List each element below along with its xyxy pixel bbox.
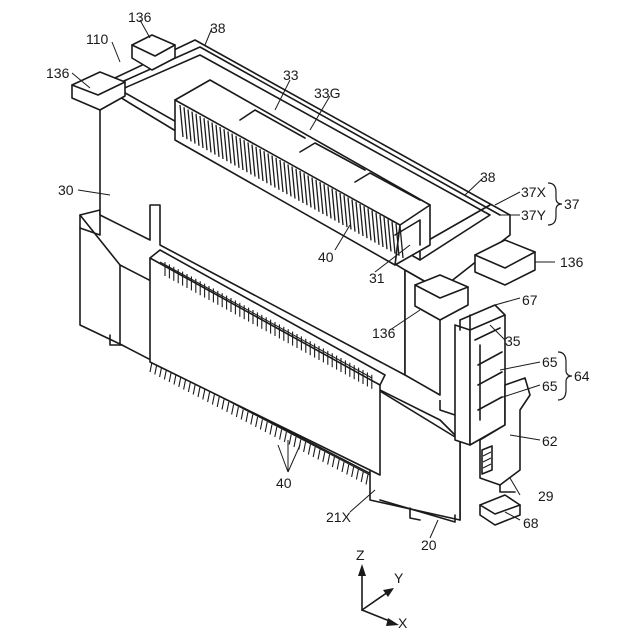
label-65-upper: 65 [542,354,558,370]
label-37y: 37Y [521,207,547,223]
label-38-right: 38 [480,169,496,185]
label-30: 30 [58,182,74,198]
label-21x: 21X [326,509,352,525]
label-65-lower: 65 [542,378,558,394]
label-64: 64 [574,368,590,384]
label-33: 33 [283,67,299,83]
label-33g: 33G [314,85,340,101]
label-40-lower: 40 [276,475,292,491]
label-20: 20 [421,537,437,553]
label-37x: 37X [521,184,547,200]
label-29: 29 [538,488,554,504]
label-67: 67 [522,292,538,308]
label-136-top: 136 [128,9,152,25]
axis-label-y: Y [394,570,404,586]
label-136-left: 136 [46,65,70,81]
label-68: 68 [523,515,539,531]
label-40-upper: 40 [318,249,334,265]
label-37: 37 [564,196,580,212]
axis-label-z: Z [356,547,365,563]
label-62: 62 [542,433,558,449]
label-110: 110 [86,31,109,47]
axis-label-x: X [398,615,408,631]
label-31: 31 [369,270,385,286]
axis-indicator [358,564,399,626]
label-136-front: 136 [372,325,396,341]
label-136-right: 136 [560,254,584,270]
label-38-top: 38 [210,20,226,36]
label-35: 35 [505,333,521,349]
